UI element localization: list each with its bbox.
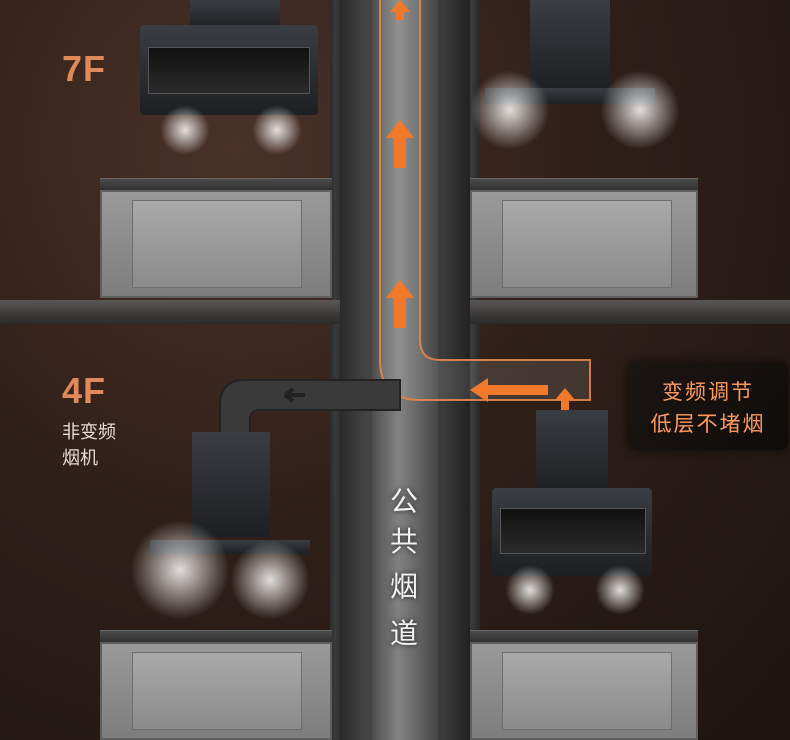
hood-7f-right-chimney [530,0,610,90]
up-arrow-icon [386,0,414,328]
counter-7f-right [470,178,698,191]
hood-4f-right [492,488,652,576]
hood-4f-left-chimney [192,432,270,537]
floor-label-7f: 7F [62,48,107,89]
caption-non-inverter-line1: 非变频 [62,422,116,443]
floor-label-4f: 4F [62,370,107,411]
left-hood-duct [219,379,401,436]
caption-non-inverter-line2: 烟机 [62,448,98,469]
cabinet-4f-left [100,642,332,740]
highlight-duct-outline [379,0,591,401]
counter-4f-right [470,630,698,643]
inverter-callout-box: 变频调节 低层不堵烟 [628,362,788,450]
shaft-label-char-1: 公 [390,485,419,518]
small-up-arrow-icon [555,388,575,410]
counter-4f-left [100,630,332,643]
cabinet-7f-left [100,190,332,298]
shaft-label-char-4: 道 [390,617,419,650]
flue-smoke-stream [372,0,438,740]
hood-7f-left-chimney [190,0,280,28]
cabinet-4f-right [470,642,698,740]
cabinet-7f-right [470,190,698,298]
shaft-label-char-2: 共 [390,525,419,558]
callout-line2: 低层不堵烟 [650,412,766,436]
hood-7f-left [140,25,318,115]
counter-7f-left [100,178,332,191]
callout-line1: 变频调节 [662,380,754,404]
public-flue-shaft [340,0,470,740]
left-arrow-icon [470,378,548,402]
hood-4f-right-chimney [536,410,608,492]
shaft-label-char-3: 烟 [390,570,419,603]
